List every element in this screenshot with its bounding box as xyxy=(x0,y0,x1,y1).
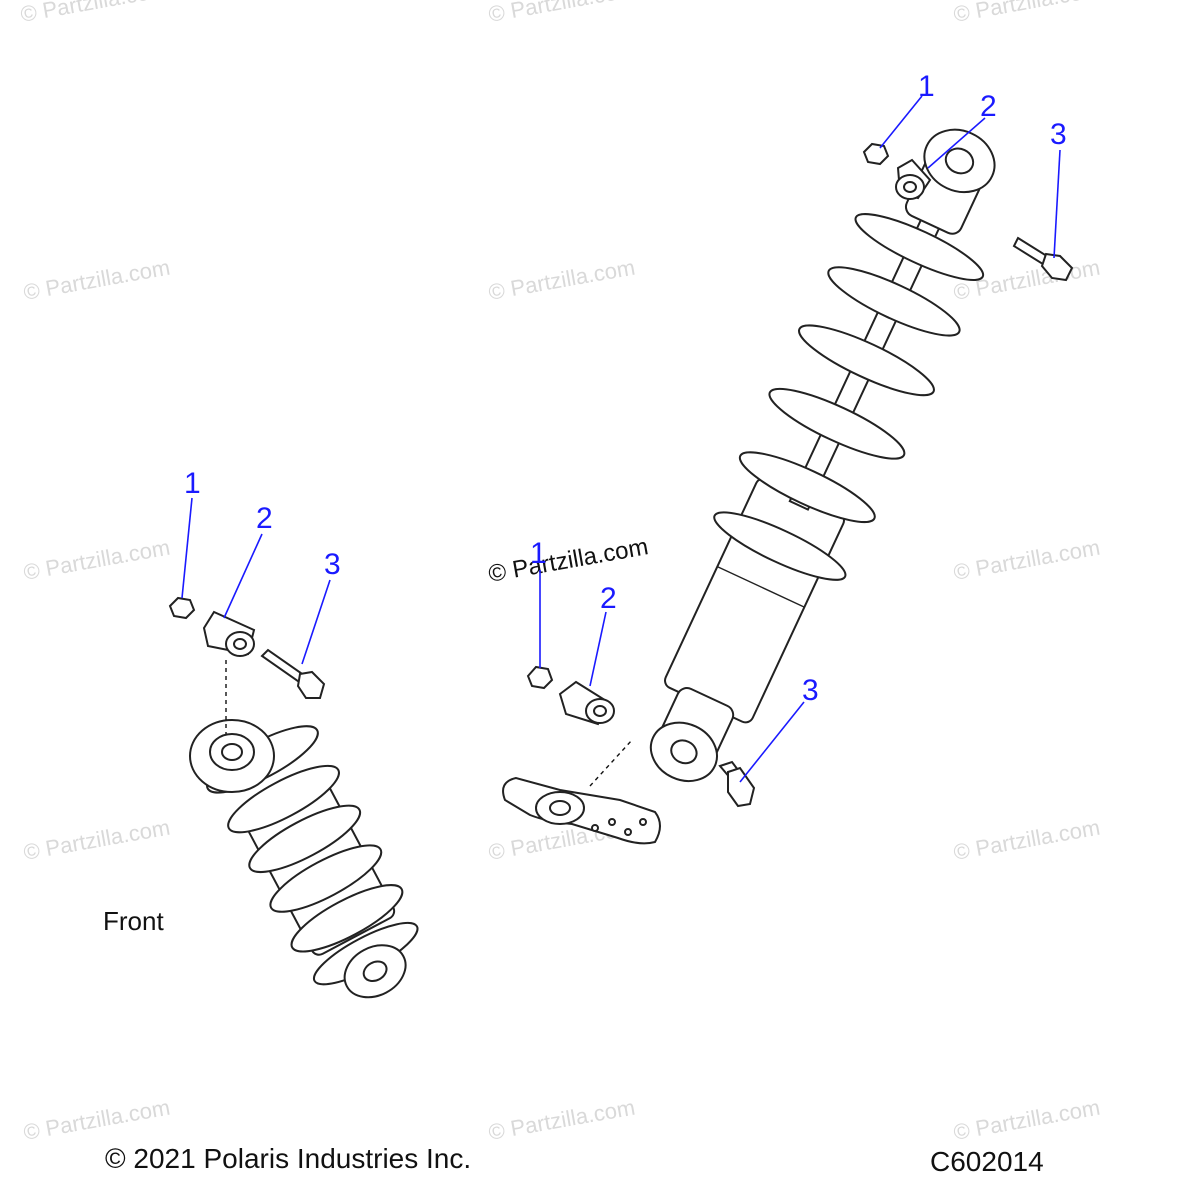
bushing xyxy=(202,610,256,657)
watermark: © Partzilla.com xyxy=(487,0,637,27)
nut xyxy=(526,665,554,690)
callout-number: 2 xyxy=(980,90,997,123)
callout-leader xyxy=(927,117,986,169)
copyright-text: © 2021 Polaris Industries Inc. xyxy=(105,1143,472,1174)
watermark: © Partzilla.com xyxy=(22,535,172,585)
front-label: Front xyxy=(103,906,164,936)
callout-number: 3 xyxy=(802,674,819,707)
nut xyxy=(168,596,196,620)
nut xyxy=(862,142,890,166)
watermark: © Partzilla.com xyxy=(19,0,169,27)
watermark: © Partzilla.com xyxy=(22,255,172,305)
callout-leader xyxy=(739,701,805,783)
bushing xyxy=(558,680,615,726)
watermark: © Partzilla.com xyxy=(22,815,172,865)
alignment-line xyxy=(589,739,633,787)
watermark: © Partzilla.com xyxy=(22,1095,172,1145)
watermark: © Partzilla.com xyxy=(487,255,637,305)
figure-code: C602014 xyxy=(930,1146,1044,1177)
callout-number: 2 xyxy=(600,582,617,615)
watermark: © Partzilla.com xyxy=(952,815,1102,865)
bushing xyxy=(895,158,932,200)
callout-leader xyxy=(301,579,331,665)
callout-number: 1 xyxy=(530,537,547,570)
bolt xyxy=(260,648,326,699)
lower-mount-bracket xyxy=(502,739,661,845)
callout-number: 2 xyxy=(256,502,273,535)
front-shock-assembly-left: 1 2 3 xyxy=(168,467,419,999)
callout-leader xyxy=(879,95,923,149)
callout-leader xyxy=(1053,149,1061,259)
bolt xyxy=(1012,236,1074,282)
callout-number: 3 xyxy=(1050,118,1067,151)
watermark: © Partzilla.com xyxy=(952,1095,1102,1145)
bolt xyxy=(718,760,756,808)
callout-number: 3 xyxy=(324,548,341,581)
callout-number: 1 xyxy=(918,70,935,103)
middle-hardware: 1 2 3 xyxy=(526,537,819,808)
callout-number: 1 xyxy=(184,467,201,500)
watermark-strong: © Partzilla.com xyxy=(486,533,650,588)
watermark: © Partzilla.com xyxy=(952,535,1102,585)
rear-shock-assembly-right: 1 2 3 xyxy=(649,70,1074,782)
callout-leader xyxy=(181,497,193,599)
watermark: © Partzilla.com xyxy=(487,1095,637,1145)
callout-leader xyxy=(589,611,607,687)
watermark: © Partzilla.com xyxy=(952,0,1102,27)
callout-leader xyxy=(223,533,263,619)
